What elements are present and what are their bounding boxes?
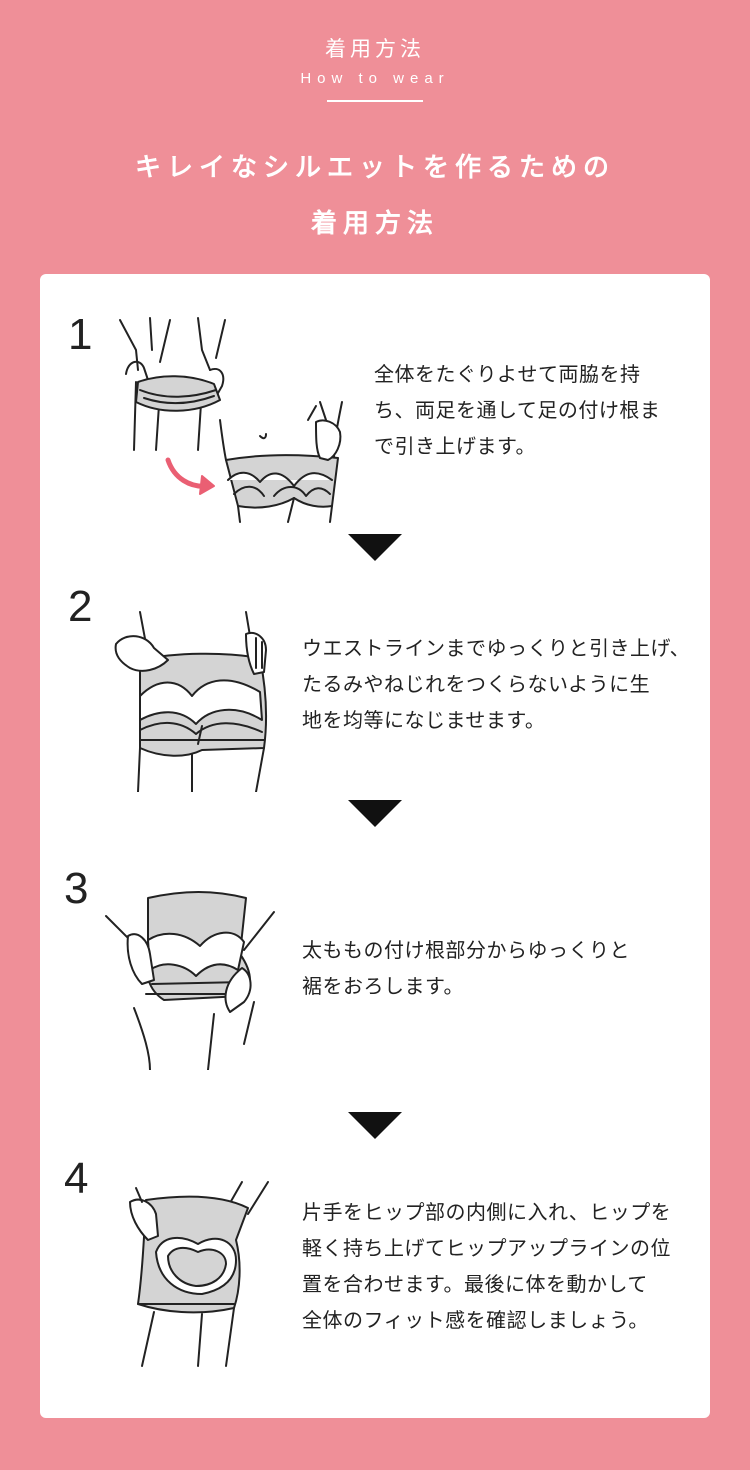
step-2-text: ウエストラインまでゆっくりと引き上げ、 たるみやねじれをつくらないように生 地を… <box>302 636 691 732</box>
headline-line-1: キレイなシルエットを作るための <box>134 153 615 183</box>
step-3-text: 太ももの付け根部分からゆっくりと 裾をおろします。 <box>302 938 630 998</box>
step-4-number: 4 <box>64 1154 89 1203</box>
step-3-illustration <box>105 891 275 1070</box>
headline-line-2: 着用方法 <box>310 209 439 239</box>
step-3-number: 3 <box>64 864 89 913</box>
step-1-illustration <box>119 317 343 523</box>
step-4-illustration <box>129 1181 269 1367</box>
step-2-illustration <box>114 611 268 792</box>
headline: キレイなシルエットを作るための 着用方法 <box>0 140 750 252</box>
step-1-text: 全体をたぐりよせて両脇を持 ち、両足を通して足の付け根ま で引き上げます。 <box>374 362 661 458</box>
step-2-number: 2 <box>68 582 93 631</box>
down-triangle-icon <box>348 534 402 561</box>
down-triangle-icon <box>348 800 402 827</box>
down-triangle-icon <box>348 1112 402 1139</box>
step-4-text: 片手をヒップ部の内側に入れ、ヒップを 軽く持ち上げてヒップアップラインの位 置を… <box>302 1200 672 1332</box>
header-title-en: How to wear <box>300 70 450 87</box>
header-title-ja: 着用方法 <box>325 37 425 61</box>
step-1-number: 1 <box>68 310 93 359</box>
instructions-card: 1 <box>40 274 710 1418</box>
header-divider <box>327 100 423 102</box>
